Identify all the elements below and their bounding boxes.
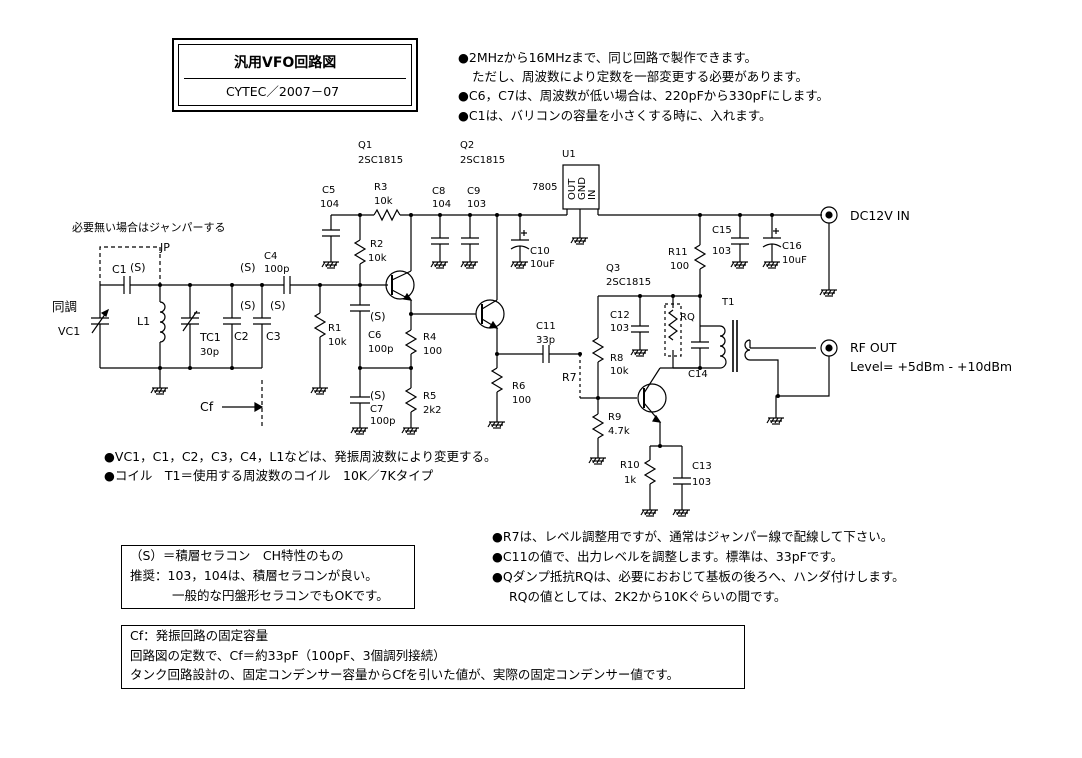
cf-label: Cf bbox=[200, 399, 214, 414]
c4-value: 100p bbox=[264, 264, 290, 275]
c9-value: 103 bbox=[467, 199, 487, 210]
c6-label: C6 bbox=[368, 330, 382, 341]
r11-value: 100 bbox=[670, 261, 690, 272]
c11-label: C11 bbox=[536, 321, 556, 332]
c5-label: C5 bbox=[322, 185, 336, 196]
r3-value: 10k bbox=[374, 196, 393, 207]
c13-label: C13 bbox=[692, 461, 712, 472]
r6-label: R6 bbox=[512, 381, 526, 392]
q3-label: Q3 bbox=[606, 263, 621, 274]
c12-value: 103 bbox=[610, 323, 630, 334]
c15-label: C15 bbox=[712, 225, 732, 236]
cf-line-3: タンク回路設計の、固定コンデンサー容量からCfを引いた値が、実際の固定コンデンサ… bbox=[130, 667, 680, 682]
c3-label: C3 bbox=[266, 330, 281, 343]
c16-label: C16 bbox=[782, 241, 802, 252]
c8-label: C8 bbox=[432, 186, 446, 197]
dc-in-label: DC12V IN bbox=[850, 208, 910, 223]
c7-value: 100p bbox=[370, 416, 396, 427]
note-top-4: ●C1は、バリコンの容量を小さくする時に、入れます。 bbox=[458, 108, 772, 123]
r10-value: 1k bbox=[624, 475, 637, 486]
note-mid-1: ●VC1，C1，C2，C3，C4，L1などは、発振周波数により変更する。 bbox=[104, 449, 497, 464]
u1-type: 7805 bbox=[532, 182, 558, 193]
title-sub: CYTEC／2007－07 bbox=[226, 84, 340, 99]
vc1-label: VC1 bbox=[58, 325, 81, 338]
r5-label: R5 bbox=[423, 391, 437, 402]
rf-out-label: RF OUT bbox=[850, 340, 897, 355]
jp-label: JP bbox=[160, 241, 170, 254]
note-right-2: ●C11の値で、出力レベルを調整します。標準は、33pFです。 bbox=[492, 549, 844, 564]
title-main: 汎用VFO回路図 bbox=[234, 55, 337, 71]
c4-label: C4 bbox=[264, 251, 278, 262]
r6-value: 100 bbox=[512, 395, 532, 406]
note-right-1: ●R7は、レベル調整用ですが、通常はジャンパー線で配線して下さい。 bbox=[492, 529, 894, 544]
c13-value: 103 bbox=[692, 477, 712, 488]
note-right-4: RQの値としては、2K2から10Kぐらいの間です。 bbox=[509, 589, 787, 604]
legend-line-2: 推奨：103，104は、積層セラコンが良い。 bbox=[130, 568, 378, 583]
jumper-note: 必要無い場合はジャンパーする bbox=[72, 221, 226, 234]
c11-value: 33p bbox=[536, 335, 556, 346]
c7-label: C7 bbox=[370, 404, 384, 415]
c14-label: C14 bbox=[688, 369, 708, 380]
r4-label: R4 bbox=[423, 332, 437, 343]
r8-label: R8 bbox=[610, 353, 624, 364]
legend-line-3: 一般的な円盤形セラコンでもOKです。 bbox=[172, 588, 389, 603]
r10-label: R10 bbox=[620, 460, 640, 471]
r7-label: R7 bbox=[562, 371, 577, 384]
c8-value: 104 bbox=[432, 199, 452, 210]
q1-label: Q1 bbox=[358, 140, 373, 151]
c10-value: 10uF bbox=[530, 259, 555, 270]
cf-box: Cf：発振回路の固定容量 回路図の定数で、Cf＝約33pF（100pF、3個調列… bbox=[121, 625, 745, 689]
note-mid-2: ●コイル T1＝使用する周波数のコイル 10K／7Kタイプ bbox=[104, 468, 434, 483]
q2-type: 2SC1815 bbox=[460, 155, 506, 166]
r1-value: 10k bbox=[328, 337, 347, 348]
c6-value: 100p bbox=[368, 344, 394, 355]
c9-label: C9 bbox=[467, 186, 481, 197]
c7-type: (S) bbox=[370, 389, 386, 402]
note-right-3: ●Qダンプ抵抗RQは、必要におおじて基板の後ろへ、ハンダ付けします。 bbox=[492, 569, 905, 584]
c4-type: (S) bbox=[240, 261, 256, 274]
c2-type: (S) bbox=[240, 299, 256, 312]
note-top-2: ただし、周波数により定数を一部変更する必要があります。 bbox=[472, 69, 809, 84]
q3-type: 2SC1815 bbox=[606, 277, 652, 288]
c15-value: 103 bbox=[712, 246, 732, 257]
cf-line-1: Cf：発振回路の固定容量 bbox=[130, 628, 269, 643]
c12-label: C12 bbox=[610, 310, 630, 321]
legend-line-1: （S）＝積層セラコン CH特性のもの bbox=[130, 548, 344, 563]
r9-label: R9 bbox=[608, 412, 622, 423]
r5-value: 2k2 bbox=[423, 405, 442, 416]
r11-label: R11 bbox=[668, 247, 688, 258]
c6-type: (S) bbox=[370, 310, 386, 323]
title-block: 汎用VFO回路図 CYTEC／2007－07 bbox=[172, 38, 418, 112]
tc1-label: TC1 bbox=[200, 331, 221, 344]
r1-label: R1 bbox=[328, 323, 342, 334]
r2-value: 10k bbox=[368, 253, 387, 264]
c1-label: C1 bbox=[112, 263, 127, 276]
level-label: Level= +5dBm - +10dBm bbox=[850, 359, 1013, 374]
legend-box: （S）＝積層セラコン CH特性のもの 推奨：103，104は、積層セラコンが良い… bbox=[121, 545, 415, 609]
cf-line-2: 回路図の定数で、Cf＝約33pF（100pF、3個調列接続） bbox=[130, 648, 446, 663]
c3-type: (S) bbox=[270, 299, 286, 312]
u1-label: U1 bbox=[562, 149, 576, 160]
c16-value: 10uF bbox=[782, 255, 807, 266]
c1-type: (S) bbox=[130, 261, 146, 274]
t1-label: T1 bbox=[722, 297, 735, 308]
r3-label: R3 bbox=[374, 182, 388, 193]
r4-value: 100 bbox=[423, 346, 443, 357]
r9-value: 4.7k bbox=[608, 426, 630, 437]
note-top-3: ●C6，C7は、周波数が低い場合は、220pFから330pFにします。 bbox=[458, 88, 829, 103]
u1-pin-in: IN bbox=[587, 189, 598, 200]
r2-label: R2 bbox=[370, 239, 384, 250]
r8-value: 10k bbox=[610, 366, 629, 377]
q1-type: 2SC1815 bbox=[358, 155, 404, 166]
c10-label: C10 bbox=[530, 246, 550, 257]
tune-label: 同調 bbox=[52, 299, 78, 314]
note-top-1: ●2MHzから16MHzまで、同じ回路で製作できます。 bbox=[458, 50, 758, 65]
q2-label: Q2 bbox=[460, 140, 475, 151]
l1-label: L1 bbox=[137, 315, 151, 328]
rq-label: RQ bbox=[680, 312, 695, 323]
tc1-value: 30p bbox=[200, 347, 220, 358]
c5-value: 104 bbox=[320, 199, 340, 210]
c2-label: C2 bbox=[234, 330, 249, 343]
